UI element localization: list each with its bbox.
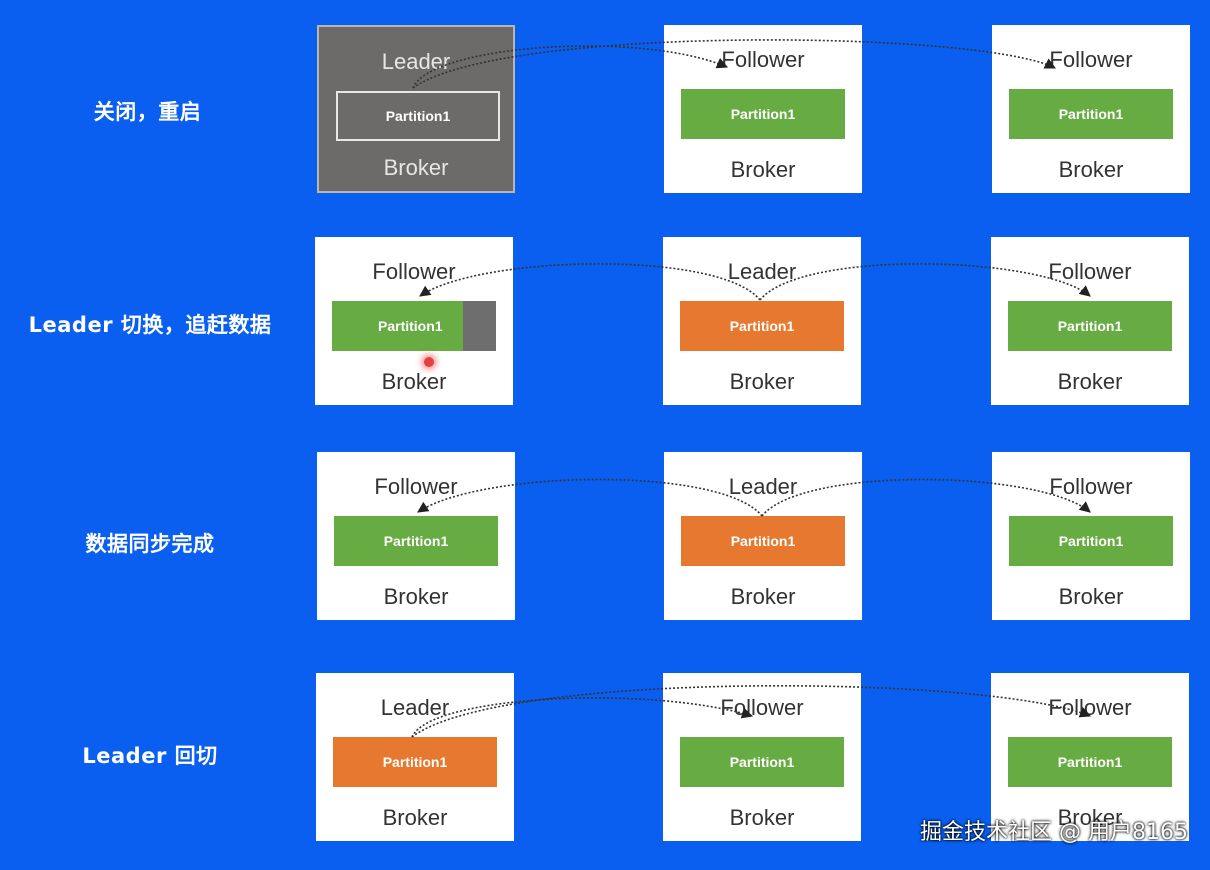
broker-role: Follower <box>374 474 458 499</box>
row-label-leader-switch: Leader 切换，追赶数据 <box>28 313 272 337</box>
pointer-indicator <box>424 357 434 367</box>
partition-block: Partition1 <box>681 516 845 566</box>
broker-role: Follower <box>1048 259 1132 284</box>
partition-block: Partition1 <box>680 737 844 787</box>
broker-label: Broker <box>383 584 449 609</box>
broker-label: Broker <box>381 369 447 394</box>
row-label-restart: 关闭，重启 <box>93 100 202 124</box>
broker-label: Broker <box>729 369 795 394</box>
broker-label: Broker <box>1057 805 1123 830</box>
partition-block: Partition1 <box>680 301 844 351</box>
broker-box: Leader Partition1 Broker <box>316 673 514 841</box>
broker-role: Follower <box>1048 695 1132 720</box>
row-label-sync-complete: 数据同步完成 <box>85 532 215 556</box>
broker-box: Follower Partition1 Broker <box>991 237 1189 405</box>
broker-label: Broker <box>729 805 795 830</box>
broker-box: Follower Partition1 Broker <box>664 25 862 193</box>
broker-label: Broker <box>382 805 448 830</box>
broker-label: Broker <box>1057 369 1123 394</box>
broker-role: Leader <box>728 474 798 499</box>
broker-label: Broker <box>1058 584 1124 609</box>
partition-block: Partition1 <box>336 91 500 141</box>
broker-role: Follower <box>1049 474 1133 499</box>
partition-block: Partition1 <box>334 516 498 566</box>
broker-role: Leader <box>381 49 451 74</box>
broker-label: Broker <box>1058 157 1124 182</box>
broker-box: Follower Partition1 Broker <box>992 25 1190 193</box>
broker-box: Leader Partition1 Broker <box>664 452 862 620</box>
partition-label: Partition1 <box>378 318 443 334</box>
watermark: 掘金技术社区 @ 用户8165 <box>920 820 1188 845</box>
broker-box: Follower Partition1 Broker <box>663 673 861 841</box>
partition-block: Partition1 <box>1008 301 1172 351</box>
broker-label: Broker <box>730 584 796 609</box>
broker-role: Follower <box>721 47 805 72</box>
partition-block: Partition1 <box>332 301 496 351</box>
partition-block: Partition1 <box>1009 516 1173 566</box>
broker-label: Broker <box>383 155 449 180</box>
broker-role: Leader <box>380 695 450 720</box>
partition-block: Partition1 <box>1009 89 1173 139</box>
broker-label: Broker <box>730 157 796 182</box>
broker-box: Follower Partition1 Broker <box>992 452 1190 620</box>
broker-box: Follower Partition1 Broker <box>315 237 513 405</box>
broker-box: Leader Partition1 Broker <box>317 25 515 193</box>
partition-block: Partition1 <box>333 737 497 787</box>
broker-box: Follower Partition1 Broker <box>317 452 515 620</box>
row-label-leader-switch-back: Leader 回切 <box>82 744 218 768</box>
partition-block: Partition1 <box>1008 737 1172 787</box>
broker-role: Follower <box>372 259 456 284</box>
broker-role: Follower <box>1049 47 1133 72</box>
broker-role: Follower <box>720 695 804 720</box>
broker-role: Leader <box>727 259 797 284</box>
unsynced-data-segment <box>463 301 496 351</box>
partition-block: Partition1 <box>681 89 845 139</box>
broker-box: Leader Partition1 Broker <box>663 237 861 405</box>
